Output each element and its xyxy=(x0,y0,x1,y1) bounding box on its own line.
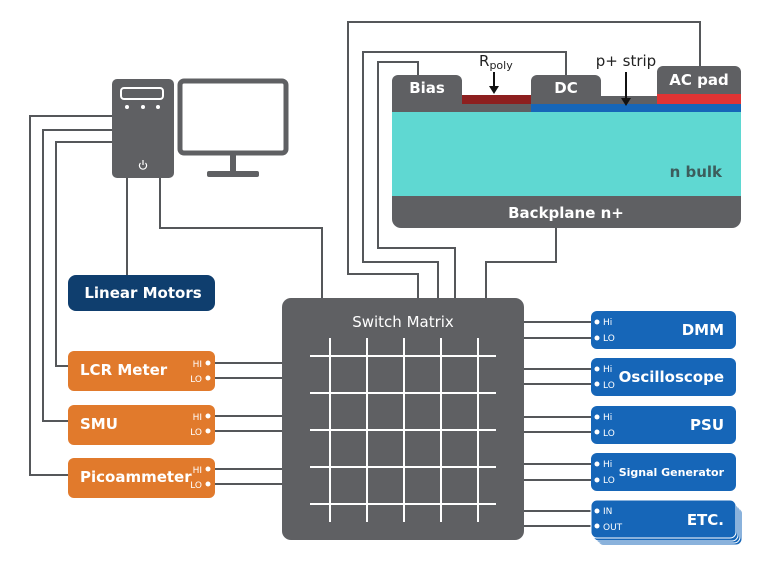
picoammeter-label: Picoammeter xyxy=(80,468,192,486)
pico-lo-terminal xyxy=(205,481,211,487)
psu-hi-terminal xyxy=(594,414,600,420)
dmm-box xyxy=(591,311,736,349)
pico-hi-terminal xyxy=(205,466,211,472)
dmm-lo-terminal xyxy=(594,335,600,341)
etc-out-terminal xyxy=(594,523,600,529)
switch-matrix: Switch Matrix xyxy=(282,298,524,540)
computer xyxy=(112,78,289,178)
osc-lo-label: LO xyxy=(603,381,615,391)
smu-label: SMU xyxy=(80,415,118,433)
switch-matrix-title: Switch Matrix xyxy=(352,313,454,331)
p-strip xyxy=(531,104,741,112)
backplane-label: Backplane n+ xyxy=(508,204,624,222)
rpoly-resistor xyxy=(462,95,532,104)
wire-computer-lcr xyxy=(55,141,112,367)
wire-ac-pad xyxy=(347,21,701,300)
wire-dc xyxy=(362,51,567,300)
smu-box xyxy=(68,405,215,445)
smu-lo-terminal xyxy=(205,428,211,434)
siggen-hi-terminal xyxy=(594,461,600,467)
monitor-icon xyxy=(177,78,289,177)
rpoly-label: Rpoly xyxy=(479,52,513,72)
pico-lo-label: LO xyxy=(190,481,202,491)
n-bulk-label: n bulk xyxy=(670,163,723,181)
pc-led-1 xyxy=(125,105,129,109)
n-bulk-region xyxy=(392,112,741,196)
wire-computer-pico xyxy=(29,115,112,476)
ac-pad-base xyxy=(657,86,741,96)
power-icon xyxy=(138,160,148,170)
sensor-cross-section: Bias DC AC pad Rpoly p+ strip n bulk Bac… xyxy=(392,52,741,228)
wire-bias xyxy=(377,61,456,300)
wire-computer-smu xyxy=(42,129,112,422)
smu-lo-label: LO xyxy=(190,428,202,438)
osc-lo-terminal xyxy=(594,381,600,387)
dmm-hi-label: Hi xyxy=(603,318,612,328)
rpoly-arrow-head xyxy=(489,86,499,94)
wires xyxy=(29,21,701,527)
psu-hi-label: Hi xyxy=(603,413,612,423)
siggen-lo-label: LO xyxy=(603,476,615,486)
lcr-hi-terminal xyxy=(205,360,211,366)
lcr-meter-label: LCR Meter xyxy=(80,361,168,379)
linear-motors-label: Linear Motors xyxy=(84,284,201,302)
etc-box xyxy=(590,499,737,539)
psu-lo-label: LO xyxy=(603,429,615,439)
pc-led-3 xyxy=(156,105,160,109)
lcr-lo-label: LO xyxy=(190,375,202,385)
bias-label: Bias xyxy=(409,79,445,97)
oscilloscope-label: Oscilloscope xyxy=(619,368,724,386)
ac-pad-label: AC pad xyxy=(669,71,728,89)
smu-hi-label: HI xyxy=(193,413,202,423)
psu-label: PSU xyxy=(690,416,724,434)
switch-matrix-grid xyxy=(310,338,496,522)
siggen-hi-label: Hi xyxy=(603,460,612,470)
psu-box xyxy=(591,406,736,444)
etc-in-terminal xyxy=(594,508,600,514)
dmm-lo-label: LO xyxy=(603,334,615,344)
lcr-hi-label: HI xyxy=(193,360,202,370)
rpoly-label-sub: poly xyxy=(489,59,513,72)
siggen-lo-terminal xyxy=(594,477,600,483)
rpoly-label-main: R xyxy=(479,52,489,70)
psu-lo-terminal xyxy=(594,429,600,435)
etc-out-label: OUT xyxy=(603,523,623,533)
p-strip-arrow-head xyxy=(621,98,631,106)
etc-label: ETC. xyxy=(687,511,724,529)
dmm-hi-terminal xyxy=(594,319,600,325)
lcr-meter-box xyxy=(68,351,215,391)
ac-pad-red-layer xyxy=(657,94,741,104)
wire-computer-matrix xyxy=(159,178,323,300)
dc-pad-base xyxy=(531,96,601,104)
pc-drive-slot xyxy=(120,87,164,100)
dc-label: DC xyxy=(554,79,577,97)
etc-in-label: IN xyxy=(603,507,612,517)
signal-generator-box xyxy=(591,453,736,491)
p-strip-label: p+ strip xyxy=(596,52,656,70)
osc-hi-label: Hi xyxy=(603,365,612,375)
oscilloscope-box xyxy=(591,358,736,396)
right-instruments: Hi LO DMM Hi LO Oscilloscope Hi LO PSU H… xyxy=(590,311,743,546)
pico-hi-label: HI xyxy=(193,466,202,476)
left-instruments: Linear Motors LCR Meter HI LO SMU HI LO … xyxy=(68,275,215,498)
pc-led-2 xyxy=(141,105,145,109)
bias-pad-base xyxy=(392,96,462,112)
osc-hi-terminal xyxy=(594,366,600,372)
smu-hi-terminal xyxy=(205,413,211,419)
picoammeter-box xyxy=(68,458,215,498)
signal-generator-label: Signal Generator xyxy=(619,466,725,479)
wire-backplane xyxy=(485,228,557,300)
dmm-label: DMM xyxy=(682,321,724,339)
pc-tower xyxy=(112,79,174,178)
linear-motors-box xyxy=(68,275,215,311)
lcr-lo-terminal xyxy=(205,375,211,381)
